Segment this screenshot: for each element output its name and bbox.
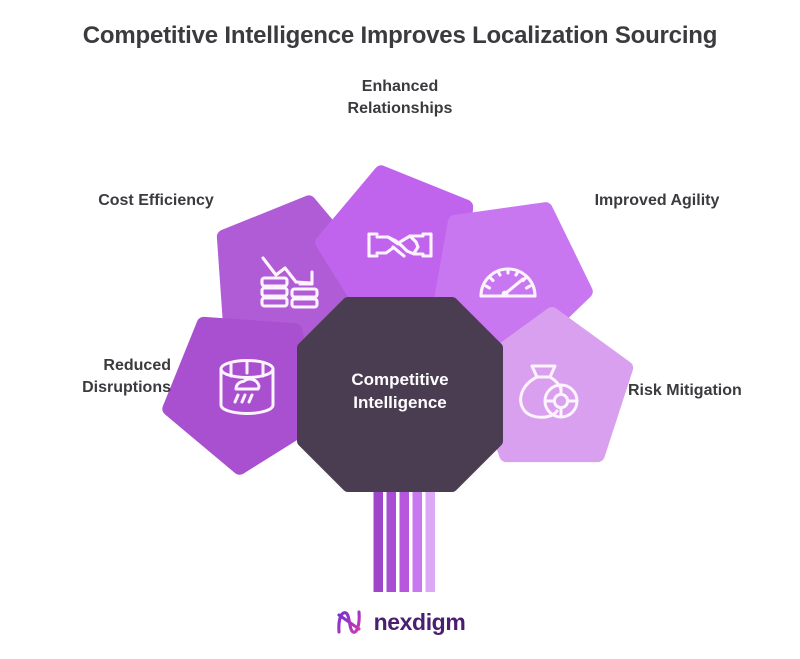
- node-label-risk-mitigation: Risk Mitigation: [628, 382, 742, 399]
- node-label-improved-agility: Improved Agility: [594, 192, 720, 209]
- nexdigm-n-logo-icon: [336, 610, 361, 634]
- money-bag-lifebuoy-icon: [519, 364, 579, 419]
- node-label-cost-efficiency: Cost Efficiency: [98, 192, 214, 209]
- storm-barrel-icon: [219, 359, 275, 415]
- stem-bars: [373, 482, 435, 592]
- node-reduced-disruptions[interactable]: [151, 303, 324, 481]
- declining-cost-chart-icon: [260, 256, 319, 309]
- brand-name: nexdigm: [373, 608, 466, 635]
- stem-bar: [373, 482, 383, 592]
- brand-logo: nexdigm: [0, 608, 800, 636]
- node-improved-agility[interactable]: [414, 174, 611, 368]
- stem-bar: [399, 482, 409, 592]
- node-cost-efficiency[interactable]: [185, 174, 383, 375]
- page-title: Competitive Intelligence Improves Locali…: [82, 22, 718, 49]
- stem-bar: [425, 482, 435, 592]
- node-risk-mitigation[interactable]: [469, 297, 649, 482]
- stem-bar: [386, 482, 396, 592]
- node-label-reduced-disruptions: Reduced Disruptions: [82, 357, 171, 396]
- node-label-enhanced-relationships: Enhanced Relationships: [347, 78, 453, 117]
- center-octagon[interactable]: [297, 297, 503, 492]
- node-enhanced-relationships[interactable]: [309, 154, 487, 327]
- stem-bar: [412, 482, 422, 592]
- speedometer-icon: [479, 267, 537, 298]
- handshake-icon: [367, 232, 433, 258]
